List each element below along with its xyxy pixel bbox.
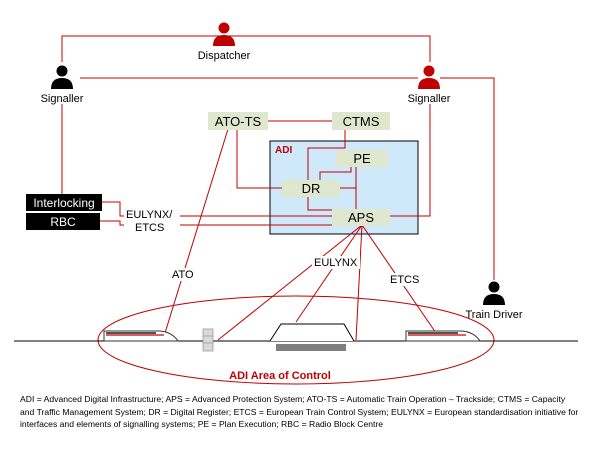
dispatcher-person-icon [213,22,235,46]
link-aps-crossing-left [295,224,363,323]
adi-box-label: ADI [275,145,292,156]
abbreviation-legend: ADI = Advanced Digital Infrastructure; A… [20,394,579,429]
adi-architecture-diagram: ADI ATO-TS [14,22,578,385]
rbc-box [26,213,100,230]
eulynx-etcs-label-line1: EULYNX/ [126,209,173,221]
dr-box [282,180,340,197]
dispatcher-label: Dispatcher [198,50,251,62]
aps-label: APS [348,210,374,225]
link-ctms-aps [307,129,346,211]
etcs-link-label: ETCS [390,274,419,286]
pe-box [336,150,388,167]
ctms-label: CTMS [343,114,380,129]
ato-link-label: ATO [172,269,194,281]
left-train-icon [103,330,179,342]
adi-area-label: ADI Area of Control [229,370,331,382]
rbc-label: RBC [50,215,76,229]
train-driver-person-icon [483,281,505,305]
atots-box [208,112,268,130]
right-train-icon [405,330,481,342]
interlocking-label: Interlocking [33,196,94,210]
atots-label: ATO-TS [215,114,262,129]
eulynx-etcs-label-bg [124,207,180,237]
station-platform-icon [269,323,355,351]
signaller-left-label: Signaller [41,93,84,105]
link-signaller-aps [390,104,431,217]
link-atots-dr [236,129,282,189]
adi-area-of-control-ellipse [97,295,495,385]
etcs-label-bg [388,273,422,286]
dr-label: DR [302,181,321,196]
link-dispatcher-signallers [61,35,431,62]
eulynx-label-bg [312,256,360,269]
link-rbc-aps [100,220,332,226]
signaller-right-label: Signaller [408,93,451,105]
signaller-right-person-icon [418,65,440,89]
ato-label-bg [170,268,196,281]
pe-label: PE [353,151,371,166]
eulynx-etcs-label-line2: ETCS [135,222,164,234]
signaller-left-person-icon [51,65,73,89]
balise-icon [202,328,214,352]
link-pe-dr [319,166,352,180]
train-driver-label: Train Driver [465,309,522,321]
link-interlocking-aps [102,201,332,217]
link-signaller-train-driver [440,77,495,280]
ctms-box [332,112,390,130]
interlocking-box [26,194,102,211]
eulynx-link-label: EULYNX [314,257,358,269]
link-aps-crossing-right [355,224,363,341]
aps-box [332,209,390,226]
link-atots-train [164,128,229,334]
link-aps-balise [217,224,363,341]
